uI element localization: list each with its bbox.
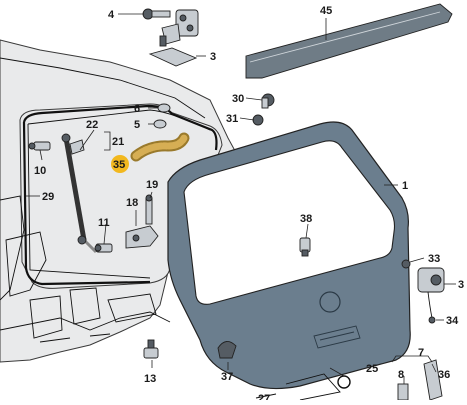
label-33: 33 bbox=[428, 253, 440, 265]
label-27: 27 bbox=[258, 393, 270, 400]
label-1: 1 bbox=[402, 180, 408, 192]
rear-spoiler bbox=[245, 3, 453, 79]
label-37: 37 bbox=[221, 371, 233, 383]
label-4: 4 bbox=[108, 9, 115, 21]
wiring-harness bbox=[130, 132, 190, 162]
part-labels: 1 3 3 4 5 6 7 8 10 11 13 18 19 21 22 25 … bbox=[34, 5, 464, 405]
emblem bbox=[319, 291, 341, 313]
label-6: 6 bbox=[134, 103, 140, 115]
gas-strut bbox=[61, 133, 98, 254]
label-13: 13 bbox=[144, 373, 156, 385]
label-10: 10 bbox=[34, 165, 46, 177]
highlight-badge bbox=[111, 155, 129, 173]
lock-parts bbox=[397, 259, 445, 401]
label-3b: 3 bbox=[458, 279, 464, 291]
label-8: 8 bbox=[398, 369, 404, 381]
hinge-assembly bbox=[142, 8, 199, 67]
label-3a: 3 bbox=[210, 51, 216, 63]
label-21: 21 bbox=[112, 136, 124, 148]
label-30: 30 bbox=[232, 93, 244, 105]
label-45: 45 bbox=[320, 5, 332, 17]
tailgate bbox=[167, 121, 411, 390]
label-36: 36 bbox=[438, 369, 450, 381]
label-7: 7 bbox=[418, 347, 424, 359]
bottom-parts bbox=[143, 339, 351, 401]
label-18: 18 bbox=[126, 197, 138, 209]
label-29: 29 bbox=[42, 191, 54, 203]
label-22: 22 bbox=[86, 119, 98, 131]
lock-catch bbox=[125, 194, 159, 249]
label-31: 31 bbox=[226, 113, 238, 125]
leader-lines bbox=[26, 13, 456, 384]
label-25: 25 bbox=[366, 363, 378, 375]
small-fasteners bbox=[28, 93, 275, 253]
label-34: 34 bbox=[446, 315, 459, 327]
label-5: 5 bbox=[134, 119, 140, 131]
label-38: 38 bbox=[300, 213, 312, 225]
label-35: 35 bbox=[113, 159, 125, 171]
label-19: 19 bbox=[146, 179, 158, 191]
label-11: 11 bbox=[98, 217, 110, 229]
